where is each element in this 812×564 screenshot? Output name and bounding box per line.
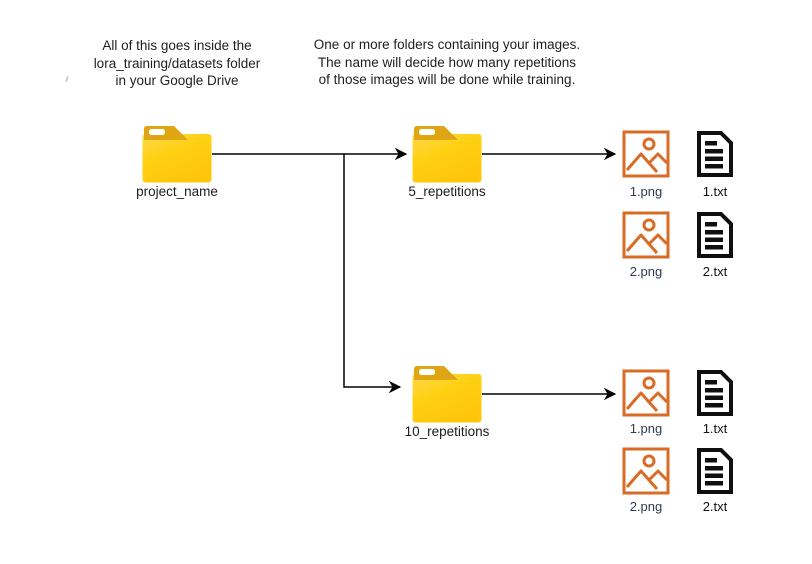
repetitions-note-line-1: One or more folders containing your imag… bbox=[313, 37, 581, 52]
repetitions-note-line-2: The name will decide how many repetition… bbox=[317, 54, 577, 70]
image-file bbox=[622, 130, 670, 183]
text-file bbox=[696, 130, 734, 183]
image-file-icon bbox=[622, 447, 670, 495]
image-file bbox=[622, 369, 670, 422]
text-file bbox=[696, 211, 734, 264]
text-file bbox=[696, 447, 734, 500]
text-file bbox=[696, 369, 734, 422]
folder-project bbox=[142, 125, 212, 188]
image-file-label: 1.png bbox=[629, 184, 663, 199]
folder-rep10-label: 10_repetitions bbox=[404, 424, 490, 439]
image-file bbox=[622, 447, 670, 500]
image-file-icon bbox=[622, 130, 670, 178]
image-file-label: 2.png bbox=[629, 499, 663, 514]
image-file-label: 2.png bbox=[629, 264, 663, 279]
image-file-icon bbox=[622, 211, 670, 259]
repetitions-note-line-3: of those images will be done while train… bbox=[318, 72, 576, 87]
folder-icon bbox=[142, 126, 212, 183]
image-file-icon bbox=[622, 369, 670, 417]
folder-project-label: project_name bbox=[136, 184, 218, 199]
text-file-icon bbox=[697, 448, 733, 494]
image-file bbox=[622, 211, 670, 264]
folder-rep5-label: 5_repetitions bbox=[408, 184, 486, 199]
folder-icon bbox=[412, 366, 482, 423]
repetitions-note: One or more folders containing your imag… bbox=[297, 36, 597, 89]
text-file-label: 2.txt bbox=[702, 264, 728, 279]
text-file-label: 2.txt bbox=[702, 499, 728, 514]
drive-note: All of this goes inside the lora_trainin… bbox=[52, 37, 302, 90]
image-file-label: 1.png bbox=[629, 421, 663, 436]
text-file-label: 1.txt bbox=[702, 421, 728, 436]
folder-rep10 bbox=[412, 365, 482, 428]
text-file-icon bbox=[697, 212, 733, 258]
folder-rep5 bbox=[412, 125, 482, 188]
folder-icon bbox=[412, 126, 482, 183]
text-file-label: 1.txt bbox=[702, 184, 728, 199]
drive-note-line-1: All of this goes inside the bbox=[102, 38, 252, 53]
drive-note-line-2: lora_training/datasets folder bbox=[93, 55, 261, 71]
drive-note-line-3: in your Google Drive bbox=[115, 73, 239, 88]
text-file-icon bbox=[697, 131, 733, 177]
text-file-icon bbox=[697, 370, 733, 416]
